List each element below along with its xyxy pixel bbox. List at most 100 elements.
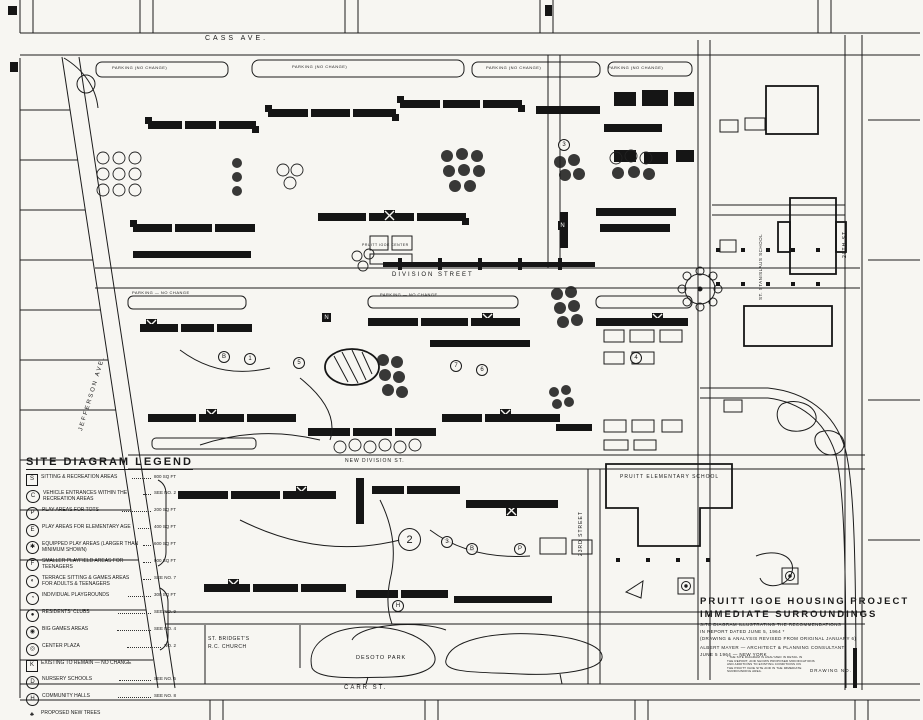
legend-title: SITE DIAGRAM LEGEND (26, 456, 193, 470)
legend-symbol: S (26, 474, 38, 486)
legend-item-value: 800 SQ FT (154, 474, 177, 479)
legend-item-label: EXISTING TO REMAIN — NO CHANGE (41, 660, 132, 666)
legend-item-label: NURSERY SCHOOLS (42, 676, 93, 682)
legend-symbol: ✱ (26, 541, 39, 554)
title-block-sub-4: JUNE 5 1964 — NEW YORK (700, 652, 767, 657)
label-parking-4: PARKING (NO CHANGE) (608, 65, 664, 70)
legend-item-value: 300 SQ FT (154, 592, 177, 597)
street-label-division: DIVISION STREET (392, 272, 474, 278)
map-nbox-2: N (558, 221, 567, 230)
label-pruitt-elementary-school: PRUITT ELEMENTARY SCHOOL (620, 474, 720, 480)
title-block-sub-2: (DRAWING & ANALYSIS REVISED FROM ORIGINA… (700, 636, 857, 641)
title-block-sub-3: ALBERT MAYER — ARCHITECT & PLANNING CONS… (700, 645, 845, 650)
label-parking-6: PARKING — NO CHANGE (380, 292, 438, 297)
map-symbol-7: 7 (450, 360, 462, 372)
map-symbol-b2: B (466, 543, 478, 555)
legend-symbol: ● (26, 609, 39, 622)
street-label-cass-ave: CASS AVE. (205, 35, 269, 42)
map-nbox-1: N (322, 313, 331, 322)
legend-leader (131, 474, 151, 479)
street-label-23rd: 23RD STREET (578, 511, 584, 556)
street-label-carr: CARR ST. (344, 685, 388, 691)
legend-item-value: SEE NO. 7 (153, 575, 176, 580)
legend-leader (119, 676, 151, 681)
legend-symbol: F (26, 558, 39, 571)
footnote-line-0: * THE SITE DIAGRAM IS ANALYZED IN DETAIL… (727, 656, 803, 659)
map-symbol-4: 4 (630, 352, 642, 364)
map-symbol-6: 6 (476, 364, 488, 376)
label-parking-7: PARKING (136, 252, 158, 257)
map-symbol-1: 1 (244, 353, 256, 365)
legend-item-value: 400 SQ FT (154, 524, 177, 529)
map-symbol-2-big: 2 (398, 528, 421, 551)
title-block: PRUITT IGOE HOUSING PROJECT IMMEDIATE SU… (700, 596, 912, 657)
legend-item-value: 600 SQ FT (153, 541, 176, 546)
legend-item-label: SITTING & RECREATION AREAS (41, 474, 118, 480)
title-block-subtitles: SITE DIAGRAM ILLUSTRATING THE RECOMMENDA… (700, 622, 912, 657)
legend-item-label: RESIDENTS' CLUBS (42, 609, 90, 615)
footnote-line-2: AND ADDITIONS TO EXISTING CONDITIONS ON (727, 663, 801, 667)
legend-item-4: ✱EQUIPPED PLAY AREAS (LARGER THAN MINIMU… (26, 541, 176, 554)
legend-leader (142, 541, 151, 546)
legend-leader (142, 558, 151, 563)
legend-item-value: 200 SQ FT (154, 507, 177, 512)
legend-item-label: EQUIPPED PLAY AREAS (LARGER THAN MINIMUM… (42, 541, 139, 553)
map-symbol-3a: 3 (558, 139, 570, 151)
legend-item-value: NO. 2 (164, 643, 176, 648)
legend-item-14: ♣ PROPOSED NEW TREES (26, 710, 176, 720)
project-title-line1: PRUITT IGOE HOUSING PROJECT (700, 596, 910, 607)
legend-item-label: VEHICLE ENTRANCES WITHIN THE RECREATION … (43, 490, 128, 502)
legend-leader (142, 575, 151, 580)
legend-item-value: SEE NO. 8 (153, 693, 176, 698)
legend-item-label: PLAY AREAS FOR TOTS (42, 507, 99, 513)
legend-symbol: ◎ (26, 643, 39, 656)
label-parking-1: PARKING (NO CHANGE) (112, 65, 168, 70)
legend-item-label: PLAY AREAS FOR ELEMENTARY AGE (42, 524, 131, 530)
drawing-number: DRAWING NO. (810, 668, 852, 673)
legend-symbol: ♣ (30, 711, 34, 718)
legend-symbol: ◔ (26, 592, 39, 605)
legend-item-label: INDIVIDUAL PLAYGROUNDS (42, 592, 110, 598)
footnote-line-4: SURROUNDING AREA. (727, 670, 762, 674)
label-st-bridgets-church-2: R.C. CHURCH (208, 644, 247, 650)
legend-leader (117, 626, 151, 631)
legend-symbol: P (26, 507, 39, 520)
street-label-jefferson: JEFFERSON AVE. (78, 355, 107, 432)
map-symbol-p: P (514, 543, 526, 555)
legend-item-label: BIG GAMES AREAS (42, 626, 89, 632)
legend-item-6: ◐TERRACE SITTING & GAMES AREAS FOR ADULT… (26, 575, 176, 588)
legend-item-label: PROPOSED NEW TREES (41, 710, 101, 716)
legend-symbol: ◐ (26, 575, 39, 588)
legend-leader (117, 693, 151, 698)
legend-item-label: COMMUNITY HALLS (42, 693, 90, 699)
project-title-line2: IMMEDIATE SURROUNDINGS (700, 609, 878, 620)
map-symbol-3b: 3 (441, 536, 453, 548)
label-desoto-park: DESOTO PARK (356, 655, 407, 661)
legend-symbol: E (26, 524, 39, 537)
label-parking-5: PARKING — NO CHANGE (132, 290, 190, 295)
legend-item-label: TERRACE SITTING & GAMES AREAS FOR ADULTS… (42, 575, 130, 587)
label-parking-3: PARKING (NO CHANGE) (486, 65, 542, 70)
legend-item-value: SEE NO. 2 (153, 490, 176, 495)
legend-item-value: SEE NO. 5 (153, 676, 176, 681)
street-label-20th: 20TH ST. (842, 229, 848, 258)
legend-item-label: SMALLER PLAYFIELD AREAS FOR TEENAGERS (42, 558, 124, 570)
legend-symbol: K (26, 660, 38, 672)
legend-symbol: C (26, 490, 40, 503)
map-symbol-5: 5 (293, 357, 305, 369)
